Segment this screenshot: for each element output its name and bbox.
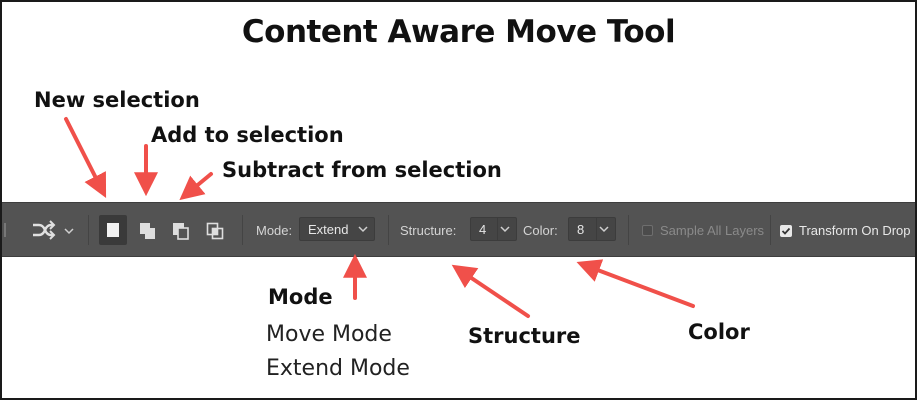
new-selection-button[interactable] bbox=[99, 215, 127, 245]
arrow-subtract-from-selection bbox=[179, 172, 213, 201]
mode-dropdown-value: Extend bbox=[308, 222, 349, 237]
structure-label: Structure: bbox=[400, 223, 457, 238]
structure-dropdown[interactable]: 4 bbox=[470, 217, 517, 241]
mode-dropdown[interactable]: Extend bbox=[299, 217, 375, 241]
callout-extend-mode: Extend Mode bbox=[266, 356, 410, 381]
subtract-from-selection-icon bbox=[173, 223, 189, 240]
content-aware-move-icon bbox=[33, 220, 56, 240]
chevron-down-icon bbox=[599, 226, 609, 233]
subtract-from-selection-button[interactable] bbox=[166, 215, 194, 245]
mode-label: Mode: bbox=[256, 223, 293, 238]
checkbox-checked bbox=[780, 225, 792, 237]
figure-title: Content Aware Move Tool bbox=[241, 14, 676, 50]
chevron-down-icon bbox=[500, 226, 510, 233]
arrow-structure bbox=[451, 264, 530, 318]
callout-color: Color bbox=[688, 320, 750, 344]
callout-subtract-from-selection: Subtract from selection bbox=[222, 158, 502, 182]
toolbar-separator bbox=[388, 215, 389, 245]
chevron-down-icon bbox=[358, 226, 368, 233]
callout-add-to-selection: Add to selection bbox=[151, 123, 344, 147]
intersect-with-selection-icon bbox=[206, 222, 224, 240]
sample-all-layers-label: Sample All Layers bbox=[660, 223, 765, 238]
color-dropdown[interactable]: 8 bbox=[568, 217, 616, 241]
callout-structure: Structure bbox=[468, 324, 581, 348]
toolbar-separator bbox=[242, 215, 243, 245]
callout-mode: Mode bbox=[268, 285, 333, 309]
checkbox-unchecked bbox=[642, 225, 653, 236]
structure-dropdown-value: 4 bbox=[479, 222, 487, 237]
sample-all-layers-checkbox[interactable]: Sample All Layers bbox=[642, 217, 767, 245]
arrow-new-selection bbox=[64, 117, 107, 198]
toolbar-grip bbox=[4, 223, 6, 237]
color-label: Color: bbox=[523, 223, 558, 238]
chevron-down-icon bbox=[64, 228, 74, 235]
new-selection-icon bbox=[107, 223, 119, 237]
toolbar-separator bbox=[770, 215, 771, 245]
transform-on-drop-checkbox[interactable]: Transform On Drop bbox=[780, 217, 912, 245]
options-toolbar: Mode: Extend Structure: 4 Color: 8 Sampl… bbox=[2, 202, 915, 257]
add-to-selection-button[interactable] bbox=[133, 215, 161, 245]
callout-new-selection: New selection bbox=[34, 88, 200, 112]
checkmark-icon bbox=[781, 227, 791, 235]
toolbar-separator bbox=[628, 215, 629, 245]
toolbar-separator bbox=[88, 215, 89, 245]
color-dropdown-value: 8 bbox=[577, 222, 585, 237]
add-to-selection-icon bbox=[140, 223, 155, 239]
transform-on-drop-label: Transform On Drop bbox=[799, 223, 911, 238]
arrow-color bbox=[576, 259, 695, 308]
intersect-with-selection-button[interactable] bbox=[200, 215, 228, 245]
tool-preset-picker[interactable] bbox=[30, 217, 78, 245]
callout-move-mode: Move Mode bbox=[266, 322, 392, 347]
